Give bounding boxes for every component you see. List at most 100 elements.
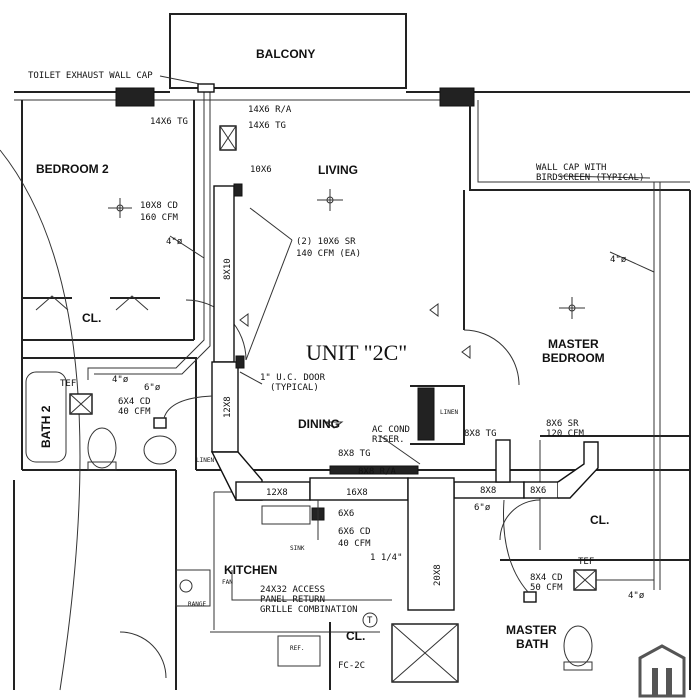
room-label-master-2: BEDROOM bbox=[542, 351, 605, 365]
note-toilet-exhaust: TOILET EXHAUST WALL CAP bbox=[28, 71, 153, 81]
master-bath-toilet-tank bbox=[563, 661, 593, 671]
note-wall-cap-2: BIRDSCREEN (TYPICAL) bbox=[536, 173, 644, 183]
arrow-icon-1 bbox=[239, 313, 249, 327]
room-label-closet-right: CL. bbox=[590, 513, 609, 527]
access-panel-lead bbox=[231, 570, 392, 601]
note-cfm-40-bath2: 40 CFM bbox=[118, 407, 151, 417]
note-cd-8x4: 8X4 CD bbox=[530, 573, 563, 583]
fan-icon-master bbox=[559, 297, 585, 319]
note-cd-6x6: 6X6 CD bbox=[338, 527, 371, 537]
note-duct-16x8: 16X8 bbox=[346, 488, 368, 498]
note-duct-1-1-4: 1 1/4" bbox=[370, 553, 403, 563]
label-linen-right: LINEN bbox=[440, 409, 458, 416]
bath2-toilet-tank bbox=[87, 461, 117, 471]
right-upper-wall-inner bbox=[477, 100, 690, 183]
house-logo-icon bbox=[638, 644, 686, 698]
note-duct-4-bath2: 4"ø bbox=[112, 375, 129, 385]
note-tg-8x8-right: 8X8 TG bbox=[464, 429, 497, 439]
master-closet-door bbox=[499, 499, 541, 541]
cd-8x4-box bbox=[523, 591, 537, 603]
note-duct-8x10: 8X10 bbox=[223, 258, 233, 280]
cd-6x4-box bbox=[153, 417, 167, 429]
label-linen-left: LINEN bbox=[196, 457, 214, 464]
fan-icon-bedroom2 bbox=[108, 198, 132, 218]
closet-door-2 bbox=[115, 295, 149, 311]
window-block-left bbox=[115, 87, 155, 107]
note-duct-20x8: 20X8 bbox=[433, 564, 443, 586]
exhaust-cap-left bbox=[197, 83, 215, 93]
room-label-balcony: BALCONY bbox=[256, 47, 315, 61]
room-label-master-1: MASTER bbox=[548, 337, 599, 351]
arrow-icon-3 bbox=[461, 345, 471, 359]
annotations: TOILET EXHAUST WALL CAP 14X6 R/A 14X6 TG… bbox=[28, 71, 645, 671]
bath2-tub bbox=[25, 371, 67, 463]
note-duct-12x8-h: 12X8 bbox=[266, 488, 288, 498]
note-duct-8x6: 8X6 bbox=[530, 486, 546, 496]
sr-grille-10x6 bbox=[233, 183, 243, 197]
thermostat-circle bbox=[362, 612, 378, 628]
bedroom2-arc bbox=[0, 149, 81, 691]
note-cfm-140: 140 CFM (EA) bbox=[296, 249, 361, 259]
room-label-unit: UNIT "2C" bbox=[306, 340, 407, 365]
ductwork bbox=[69, 83, 661, 683]
note-tg-14x6-right: 14X6 TG bbox=[248, 121, 286, 131]
window-block-right bbox=[439, 87, 475, 107]
room-label-closet-bottom: CL. bbox=[346, 629, 365, 643]
sr-grille-10x6-2 bbox=[235, 355, 245, 369]
room-label-bath2: BATH 2 bbox=[39, 405, 53, 448]
room-label-master-bath-2: BATH bbox=[516, 637, 548, 651]
label-fan: FAN bbox=[222, 579, 233, 586]
note-access-panel-3: GRILLE COMBINATION bbox=[260, 605, 358, 615]
flex-duct-master bbox=[503, 499, 529, 593]
note-access-panel-1: 24X32 ACCESS bbox=[260, 585, 325, 595]
kitchen-sink bbox=[261, 505, 311, 525]
note-cd-6x4: 6X4 CD bbox=[118, 397, 151, 407]
balcony-outline bbox=[169, 13, 407, 89]
note-cfm-120: 120 CFM bbox=[546, 429, 585, 439]
note-access-panel-2: PANEL RETURN bbox=[260, 595, 325, 605]
room-label-closet-left: CL. bbox=[82, 311, 101, 325]
note-duct-6-master: 6"ø bbox=[474, 503, 491, 513]
note-thermostat: T bbox=[367, 616, 373, 626]
master-door-swing bbox=[463, 329, 520, 386]
note-duct-6-bath2: 6"ø bbox=[144, 383, 161, 393]
duct-8x6-riser bbox=[557, 441, 599, 499]
room-labels: BALCONY BEDROOM 2 LIVING CL. UNIT "2C" M… bbox=[36, 47, 609, 652]
note-duct-4-bottom: 4"ø bbox=[628, 591, 645, 601]
note-tef-right: TEF bbox=[578, 557, 594, 567]
note-ra-8x8: 8X8 R/A bbox=[358, 467, 397, 477]
note-uc-door-2: (TYPICAL) bbox=[270, 383, 319, 393]
note-uc-door-1: 1" U.C. DOOR bbox=[260, 373, 326, 383]
room-label-kitchen: KITCHEN bbox=[224, 563, 277, 577]
room-label-bedroom2: BEDROOM 2 bbox=[36, 162, 109, 176]
ref-box bbox=[277, 635, 321, 667]
note-cd-10x8: 10X8 CD bbox=[140, 201, 178, 211]
note-10x6: 10X6 bbox=[250, 165, 272, 175]
ac-riser-block bbox=[417, 387, 435, 441]
arrow-icon-4 bbox=[324, 421, 344, 429]
duct-12x8-vertical bbox=[211, 361, 239, 453]
duct-20x8 bbox=[407, 477, 455, 611]
note-ra-14x6: 14X6 R/A bbox=[248, 105, 292, 115]
range-box bbox=[175, 569, 211, 607]
label-ref: REF. bbox=[290, 645, 304, 652]
label-sink: SINK bbox=[290, 545, 305, 552]
note-ac-riser-1: AC COND bbox=[372, 425, 410, 435]
bath2-sink bbox=[143, 435, 177, 465]
bath2-walls bbox=[22, 357, 197, 470]
range-symbol bbox=[179, 579, 193, 593]
note-ac-riser-2: RISER. bbox=[372, 435, 405, 445]
fan-icon-living bbox=[317, 189, 343, 211]
note-cfm-50: 50 CFM bbox=[530, 583, 563, 593]
bath2-toilet bbox=[87, 427, 117, 469]
master-bath-toilet bbox=[563, 625, 593, 667]
note-6x6: 6X6 bbox=[338, 509, 354, 519]
note-tg-8x8-left: 8X8 TG bbox=[338, 449, 371, 459]
label-range: RANGE bbox=[188, 601, 206, 608]
tg-8x8-right-box bbox=[495, 439, 511, 483]
exhaust-pipe-left-2 bbox=[94, 84, 211, 375]
note-duct-12x8-v: 12X8 bbox=[223, 396, 233, 418]
ra-8x8-bar bbox=[329, 465, 419, 475]
arrow-icon-2 bbox=[429, 303, 439, 317]
